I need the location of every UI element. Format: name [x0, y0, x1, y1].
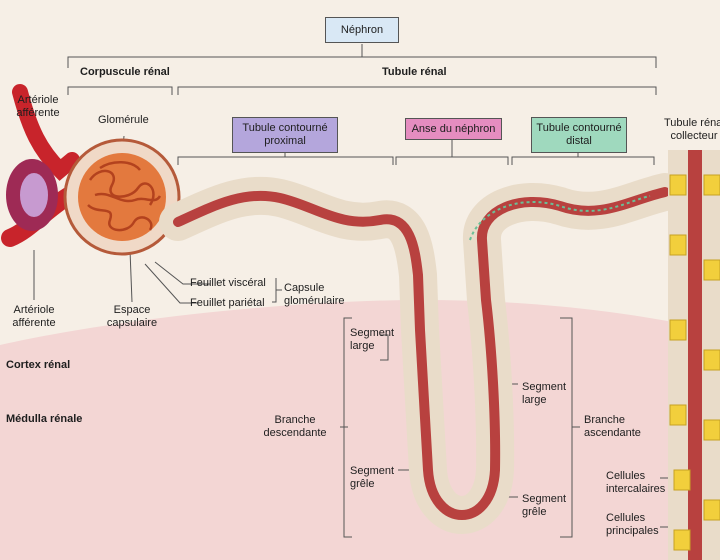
espace-label: Espace capsulaire: [102, 304, 162, 330]
proximal-bracket: [177, 156, 394, 165]
branche-asc-2: ascendante: [584, 427, 641, 439]
branche-desc-2: descendante: [263, 427, 327, 439]
tubule-bracket: [177, 86, 657, 95]
cellules-inter-2: intercalaires: [606, 483, 666, 495]
medulla-label: Médulla rénale: [6, 413, 83, 425]
branche-asc-1: Branche: [584, 414, 625, 426]
capsule-label-1: Capsule: [284, 282, 325, 294]
cellules-inter-label: Cellules intercalaires: [606, 470, 665, 496]
segment-grele-left-2: grêle: [350, 478, 375, 490]
segment-large-left-2: large: [350, 340, 375, 352]
distal-box: Tubule contourné distal: [531, 117, 627, 153]
proximal-label-2: proximal: [264, 135, 306, 147]
feuillet-visceral-label: Feuillet viscéral: [190, 277, 266, 289]
leader-visceral: [154, 261, 210, 285]
arteriole-bottom-label: Artériole afférente: [6, 304, 62, 330]
collecteur-label-1: Tubule rénal: [664, 117, 720, 129]
segment-large-right-label: Segment large: [522, 381, 566, 407]
cellules-inter-1: Cellules: [606, 470, 646, 482]
nephron-box: Néphron: [325, 17, 399, 43]
branche-asc-label: Branche ascendante: [584, 414, 641, 440]
arteriole-top-label-2: afférente: [16, 107, 60, 119]
tubule-lumen: [173, 187, 670, 520]
arteriole-bottom-label-1: Artériole: [13, 304, 55, 316]
branche-desc-label: Branche descendante: [258, 414, 332, 440]
anse-bracket: [395, 156, 509, 165]
anse-label: Anse du néphron: [411, 122, 496, 135]
nephron-label: Néphron: [340, 23, 384, 36]
cellules-princ-label: Cellules principales: [606, 512, 659, 538]
segment-grele-left-label: Segment grêle: [350, 465, 394, 491]
capsule-label-2: glomérulaire: [284, 295, 345, 307]
arteriole-top: [12, 84, 80, 181]
distal-bracket: [511, 156, 655, 165]
segment-grele-right-label: Segment grêle: [522, 493, 566, 519]
collecting-cells: [669, 174, 720, 551]
medulla-region: [0, 300, 720, 560]
segment-grele-right-2: grêle: [522, 506, 547, 518]
segment-large-right-2: large: [522, 394, 547, 406]
distal-label-1: Tubule contourné: [536, 122, 622, 134]
brackets: [33, 44, 700, 538]
cellules-princ-1: Cellules: [606, 512, 646, 524]
cortex-label: Cortex rénal: [6, 359, 71, 371]
glomerule-label: Glomérule: [98, 114, 149, 126]
corpuscule-bracket: [67, 86, 173, 95]
segment-grele-left-1: Segment: [350, 465, 395, 477]
proximal-box: Tubule contourné proximal: [232, 117, 338, 153]
proximal-label-1: Tubule contourné: [242, 122, 328, 134]
glomerule-capillaries: [87, 161, 162, 232]
anse-box: Anse du néphron: [405, 118, 502, 140]
leader-parietal: [144, 263, 198, 304]
arteriole-top-label-1: Artériole: [17, 94, 59, 106]
distal-label-2: distal: [566, 135, 592, 147]
distal-edge: [469, 195, 651, 241]
feuillet-parietal-label: Feuillet pariétal: [190, 297, 265, 309]
espace-label-1: Espace: [113, 304, 151, 316]
capsule-label: Capsule glomérulaire: [284, 282, 345, 308]
segment-large-right-1: Segment: [522, 381, 567, 393]
branche-desc-1: Branche: [274, 414, 316, 426]
leader-espace: [129, 249, 133, 303]
segment-large-left-1: Segment: [350, 327, 395, 339]
segment-grele-right-1: Segment: [522, 493, 567, 505]
segment-large-left-label: Segment large: [350, 327, 394, 353]
collecteur-label: Tubule rénal collecteur: [664, 117, 720, 143]
arteriole-top-label: Artériole afférente: [10, 94, 66, 120]
espace-label-2: capsulaire: [106, 317, 158, 329]
tubule-label: Tubule rénal: [382, 66, 447, 78]
arteriole-bottom-label-2: afférente: [12, 317, 56, 329]
cellules-princ-2: principales: [606, 525, 659, 537]
collecteur-label-2: collecteur: [670, 130, 718, 142]
corpuscule-label: Corpuscule rénal: [80, 66, 170, 78]
